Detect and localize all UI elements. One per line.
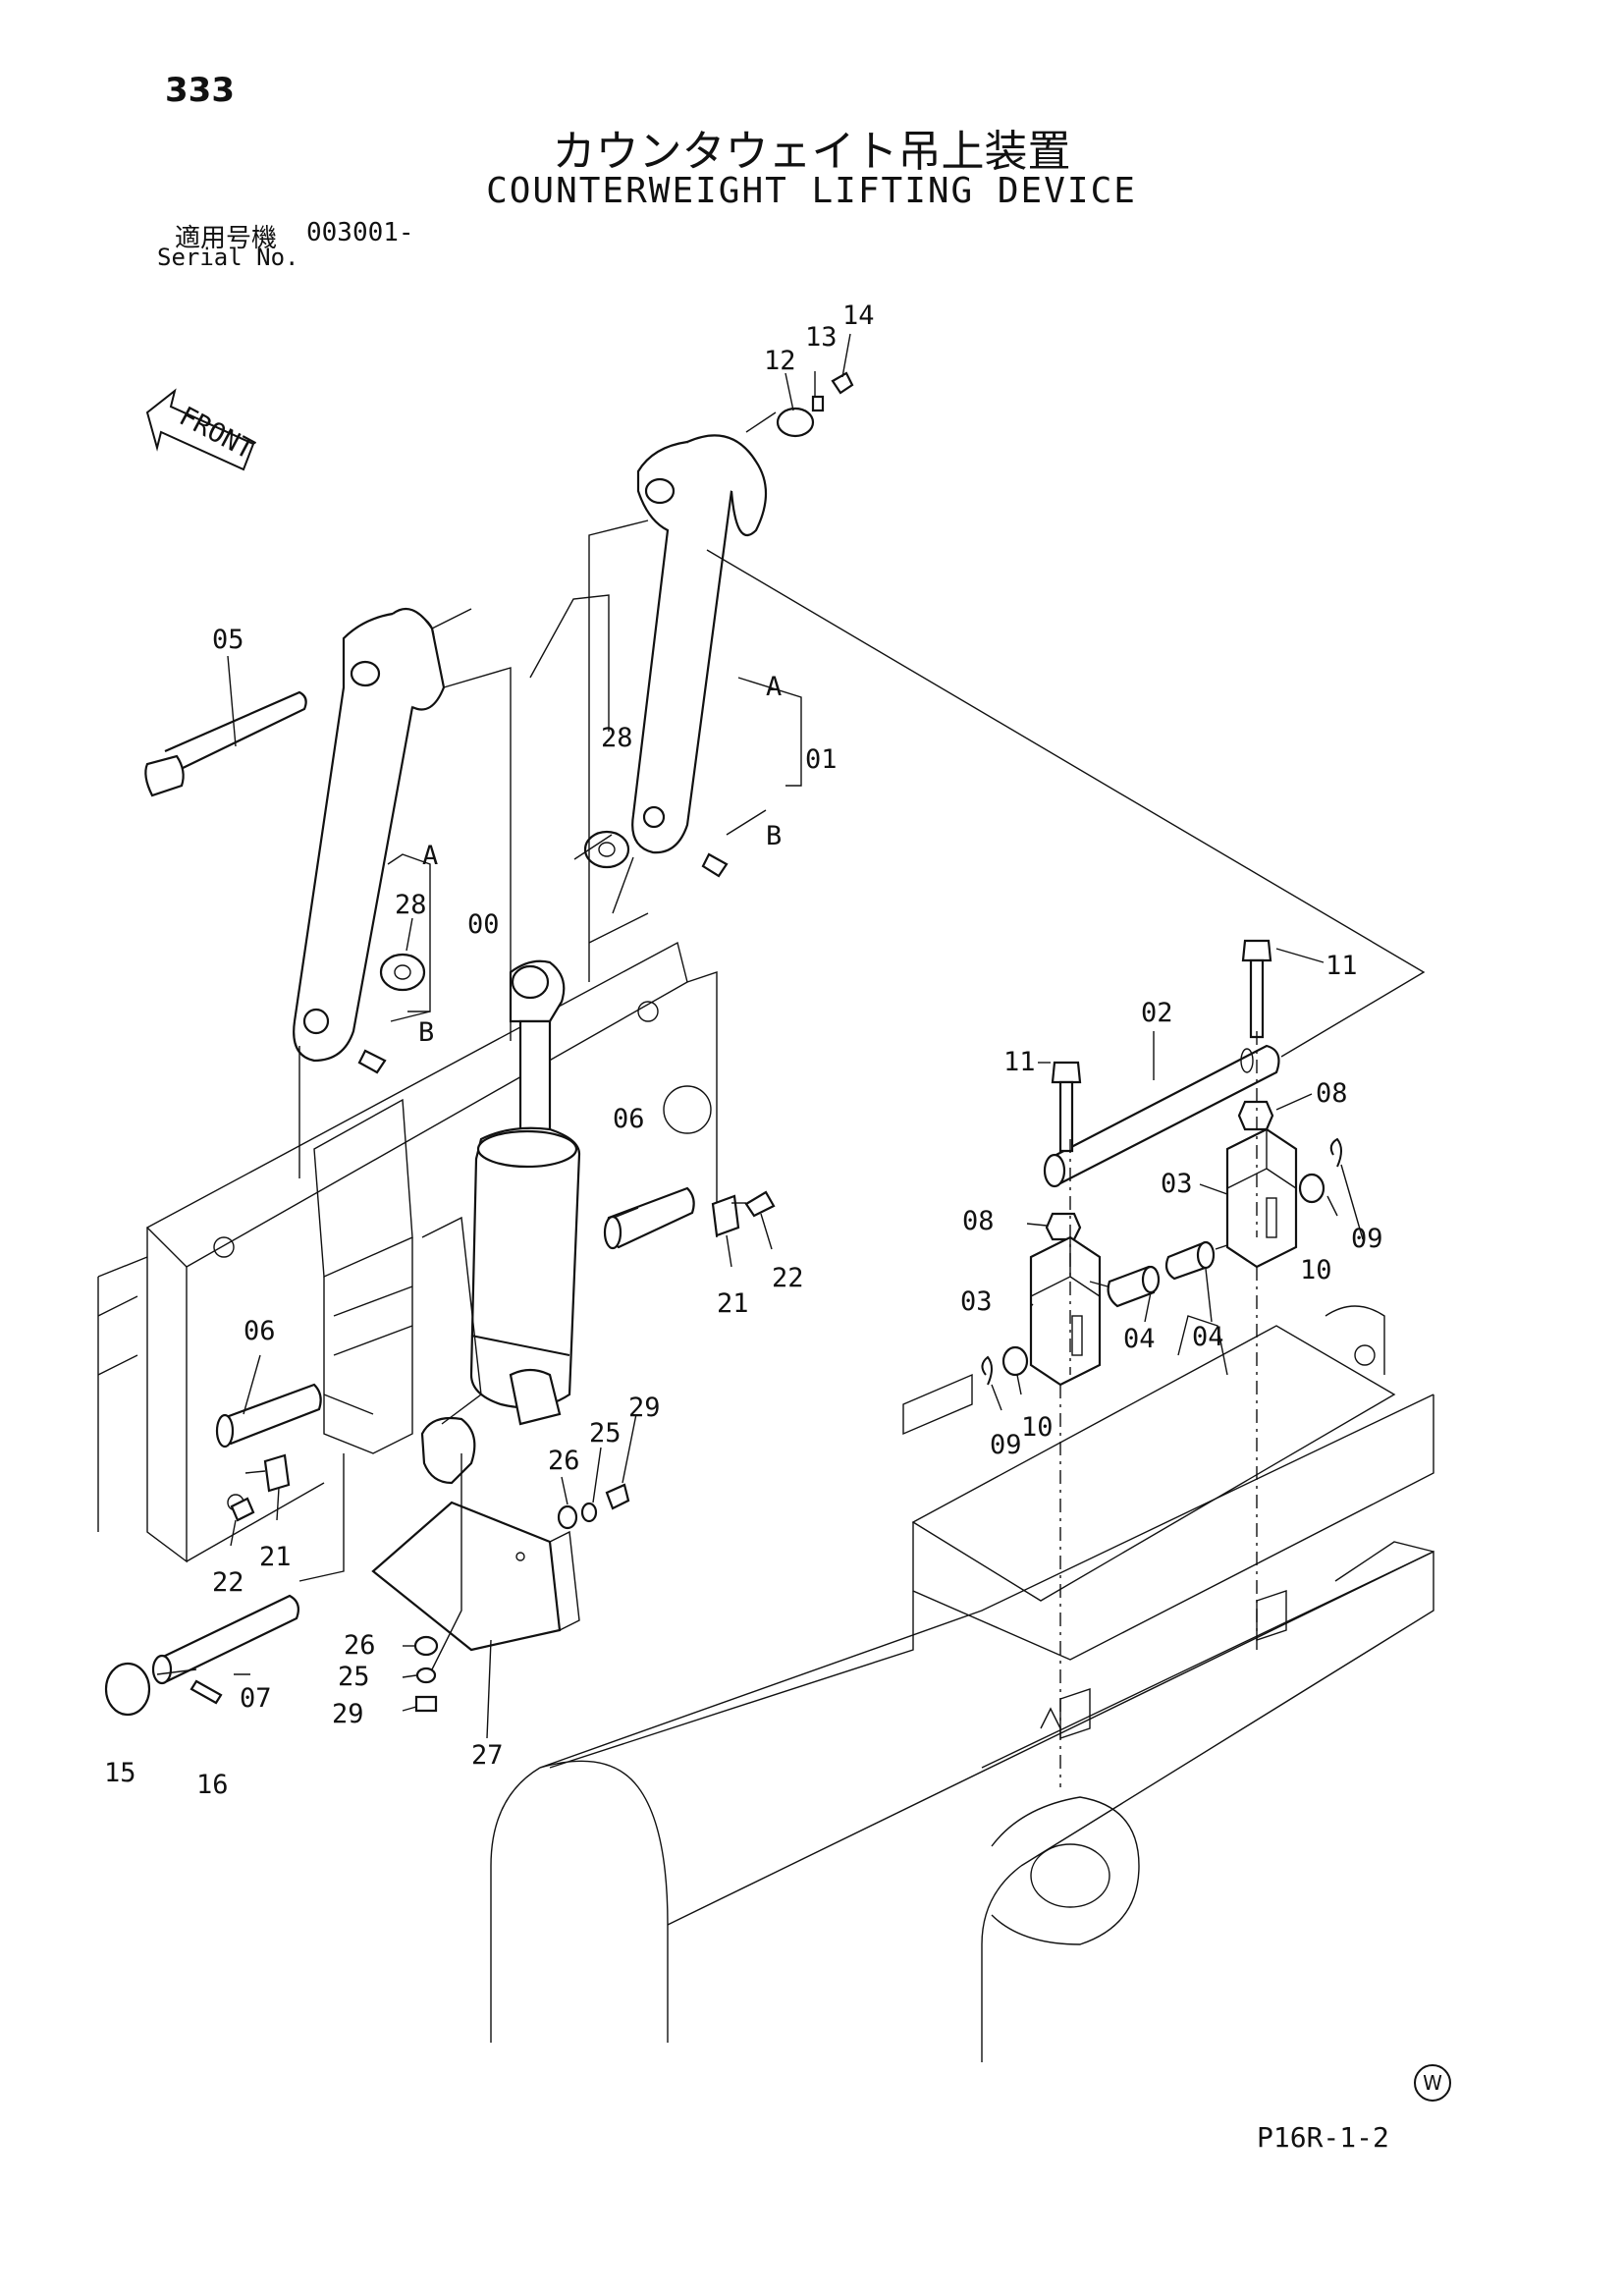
washer-13 bbox=[811, 395, 825, 412]
serial-label-english: Serial No. bbox=[157, 244, 299, 271]
serial-value: 003001- bbox=[306, 218, 414, 247]
callout-10-right: 10 bbox=[1300, 1255, 1332, 1285]
callout-25-upper: 25 bbox=[589, 1418, 622, 1449]
callout-22-lower: 22 bbox=[212, 1567, 244, 1598]
lifting-arm-01 bbox=[631, 434, 767, 854]
bolt-11-left bbox=[1051, 1061, 1082, 1153]
serial-label-japanese: 適用号機 bbox=[175, 224, 278, 253]
title-japanese: カウンタウェイト吊上装置 bbox=[552, 127, 1071, 177]
callout-26-upper: 26 bbox=[548, 1446, 580, 1476]
callout-11-left: 11 bbox=[1003, 1047, 1036, 1077]
washer-10-left bbox=[1001, 1345, 1029, 1377]
snap-ring-15 bbox=[104, 1662, 151, 1717]
callout-B-left: B bbox=[418, 1017, 434, 1048]
pin-05 bbox=[144, 690, 307, 797]
washer-28-right bbox=[583, 830, 630, 869]
callout-08-left: 08 bbox=[962, 1206, 995, 1236]
nut-08-right bbox=[1237, 1100, 1274, 1131]
clevis-03-left bbox=[1029, 1235, 1102, 1387]
callout-28-left: 28 bbox=[395, 890, 427, 920]
callout-02: 02 bbox=[1141, 998, 1173, 1028]
upper-frame-outline bbox=[97, 912, 718, 1563]
front-arrow-icon: FRONT bbox=[145, 388, 259, 471]
pin-09-left bbox=[981, 1355, 993, 1386]
callout-01: 01 bbox=[805, 744, 838, 775]
callout-04-left: 04 bbox=[1123, 1324, 1156, 1354]
page-number: 333 bbox=[165, 71, 235, 110]
counterweight-outline bbox=[490, 1305, 1434, 2062]
callout-05: 05 bbox=[212, 625, 244, 655]
washer-28-left bbox=[379, 953, 426, 992]
callout-06-upper: 06 bbox=[613, 1104, 645, 1134]
callout-13: 13 bbox=[805, 322, 838, 353]
callout-14: 14 bbox=[842, 301, 875, 331]
assembly-lines bbox=[156, 411, 1426, 1787]
pin-06-lower bbox=[215, 1383, 322, 1449]
pin-09-right bbox=[1329, 1137, 1342, 1168]
pin-04-right bbox=[1164, 1240, 1216, 1281]
callout-00: 00 bbox=[467, 909, 500, 940]
plate-12 bbox=[776, 407, 815, 438]
callout-08-right: 08 bbox=[1316, 1078, 1348, 1109]
callout-15: 15 bbox=[104, 1758, 136, 1788]
washers-25-26-29-a bbox=[557, 1483, 630, 1530]
callout-28-right: 28 bbox=[601, 723, 633, 753]
callout-A-right: A bbox=[766, 672, 782, 702]
callout-26-lower: 26 bbox=[344, 1630, 376, 1661]
callout-29-upper: 29 bbox=[628, 1393, 661, 1423]
hydraulic-cylinder bbox=[420, 959, 581, 1485]
callout-16: 16 bbox=[196, 1770, 229, 1800]
w-circle-icon: W bbox=[1414, 2064, 1451, 2102]
bolt-11-right bbox=[1241, 939, 1272, 1039]
callout-03-right: 03 bbox=[1161, 1169, 1193, 1199]
drawing-code: P16R-1-2 bbox=[1257, 2121, 1389, 2154]
plate-21-lower bbox=[263, 1453, 291, 1493]
callout-09-left: 09 bbox=[990, 1430, 1022, 1460]
plate-21-upper bbox=[711, 1194, 740, 1237]
washer-10-right bbox=[1298, 1173, 1325, 1204]
bolt-B-right bbox=[701, 852, 729, 878]
pin-07 bbox=[151, 1594, 299, 1685]
callout-B-right: B bbox=[766, 821, 782, 851]
callout-29-lower: 29 bbox=[332, 1699, 364, 1729]
washers-25-26-29-b bbox=[413, 1635, 439, 1713]
nut-08-left bbox=[1045, 1212, 1082, 1241]
leader-lines bbox=[227, 333, 1364, 1739]
callout-04-right: 04 bbox=[1192, 1322, 1224, 1352]
lifting-arm-00 bbox=[293, 607, 446, 1063]
title-english: COUNTERWEIGHT LIFTING DEVICE bbox=[486, 171, 1137, 211]
callout-11-right: 11 bbox=[1325, 951, 1358, 981]
bolt-B-left bbox=[357, 1049, 387, 1074]
pin-06-upper bbox=[603, 1186, 695, 1250]
callout-labels: 00 01 02 03 03 04 04 05 06 06 07 08 08 0… bbox=[104, 301, 1383, 1800]
callout-03-left: 03 bbox=[960, 1286, 993, 1317]
callout-07: 07 bbox=[240, 1683, 272, 1714]
callout-A-left: A bbox=[422, 841, 438, 871]
callout-27: 27 bbox=[471, 1740, 504, 1771]
rod-02 bbox=[1043, 1044, 1280, 1188]
callout-21-upper: 21 bbox=[717, 1288, 749, 1319]
mount-bracket bbox=[313, 1098, 482, 1454]
bolt-22-lower bbox=[230, 1497, 255, 1522]
bolt-22-upper bbox=[744, 1190, 776, 1218]
callout-12: 12 bbox=[764, 346, 796, 376]
front-label: FRONT bbox=[174, 401, 258, 465]
callout-06-lower: 06 bbox=[243, 1316, 276, 1346]
bolt-14 bbox=[831, 371, 854, 395]
spring-pin-16 bbox=[189, 1679, 223, 1705]
callout-10-left: 10 bbox=[1021, 1412, 1054, 1443]
pin-04-left bbox=[1107, 1265, 1161, 1308]
callout-21-lower: 21 bbox=[259, 1542, 292, 1572]
cover-plate-27 bbox=[371, 1501, 580, 1652]
clevis-03-right bbox=[1225, 1127, 1298, 1269]
callout-09-right: 09 bbox=[1351, 1224, 1383, 1254]
callout-25-lower: 25 bbox=[338, 1662, 370, 1692]
callout-22-upper: 22 bbox=[772, 1263, 804, 1293]
